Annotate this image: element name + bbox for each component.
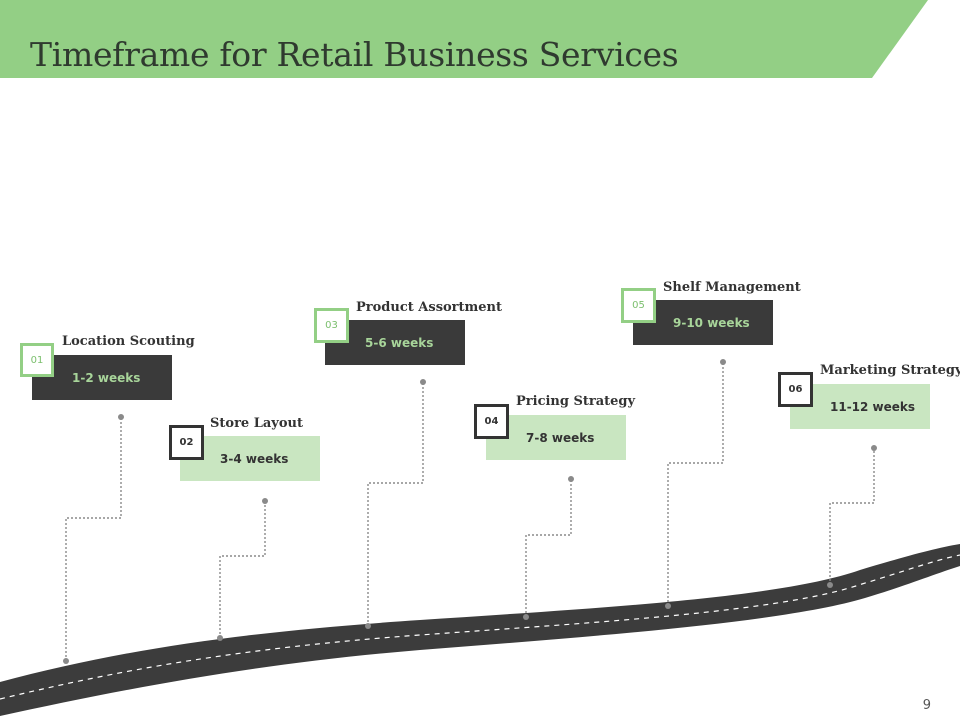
- step-05-duration: 9-10 weeks: [673, 315, 750, 330]
- step-06-duration: 11-12 weeks: [830, 399, 916, 414]
- step-05-label: Shelf Management: [663, 280, 801, 295]
- road-lane-marking: [0, 554, 960, 700]
- step-01-duration-box: 1-2 weeks: [32, 355, 172, 400]
- step-03-number: 03: [325, 320, 338, 331]
- step-02-label: Store Layout: [210, 416, 303, 431]
- step-04-label: Pricing Strategy: [516, 394, 636, 409]
- road-dot-06: [827, 582, 833, 588]
- step-03-label: Product Assortment: [356, 300, 503, 315]
- step-06-duration-box: 11-12 weeks: [790, 384, 930, 429]
- step-06-label: Marketing Strategy: [820, 363, 960, 378]
- step-02-number: 02: [179, 437, 194, 448]
- road-dot-02: [217, 635, 223, 641]
- step-01-label: Location Scouting: [62, 334, 195, 349]
- top-dot-04: [568, 476, 574, 482]
- connector-01: [65, 417, 122, 661]
- step-01-badge: 01: [20, 343, 54, 377]
- step-04-duration-box: 7-8 weeks: [486, 415, 626, 460]
- connector-03: [367, 382, 424, 626]
- step-04-badge: 04: [474, 404, 509, 439]
- connector-04: [525, 479, 572, 617]
- road-dot-03: [365, 623, 371, 629]
- road-dot-05: [665, 603, 671, 609]
- step-05-number: 05: [632, 300, 645, 311]
- page-number: 9: [922, 698, 931, 713]
- step-02-badge: 02: [169, 425, 204, 460]
- header-banner: [0, 0, 928, 78]
- step-05-duration-box: 9-10 weeks: [633, 300, 773, 345]
- connector-02: [219, 501, 266, 638]
- step-03-badge: 03: [314, 308, 349, 343]
- road-dot-04: [523, 614, 529, 620]
- top-dot-05: [720, 359, 726, 365]
- road-shape: [0, 544, 960, 716]
- top-dot-03: [420, 379, 426, 385]
- connector-06: [829, 448, 875, 585]
- road-dot-01: [63, 658, 69, 664]
- step-06-number: 06: [788, 384, 803, 395]
- top-dot-02: [262, 498, 268, 504]
- step-06-badge: 06: [778, 372, 813, 407]
- top-dot-06: [871, 445, 877, 451]
- top-dot-01: [118, 414, 124, 420]
- step-02-duration: 3-4 weeks: [220, 451, 289, 466]
- step-01-duration: 1-2 weeks: [72, 370, 141, 385]
- connector-05: [667, 362, 724, 606]
- step-05-badge: 05: [621, 288, 656, 323]
- step-01-number: 01: [30, 354, 44, 366]
- step-03-duration: 5-6 weeks: [365, 335, 434, 350]
- page-title: Timeframe for Retail Business Services: [30, 35, 679, 74]
- step-04-number: 04: [484, 416, 499, 427]
- step-04-duration: 7-8 weeks: [526, 430, 595, 445]
